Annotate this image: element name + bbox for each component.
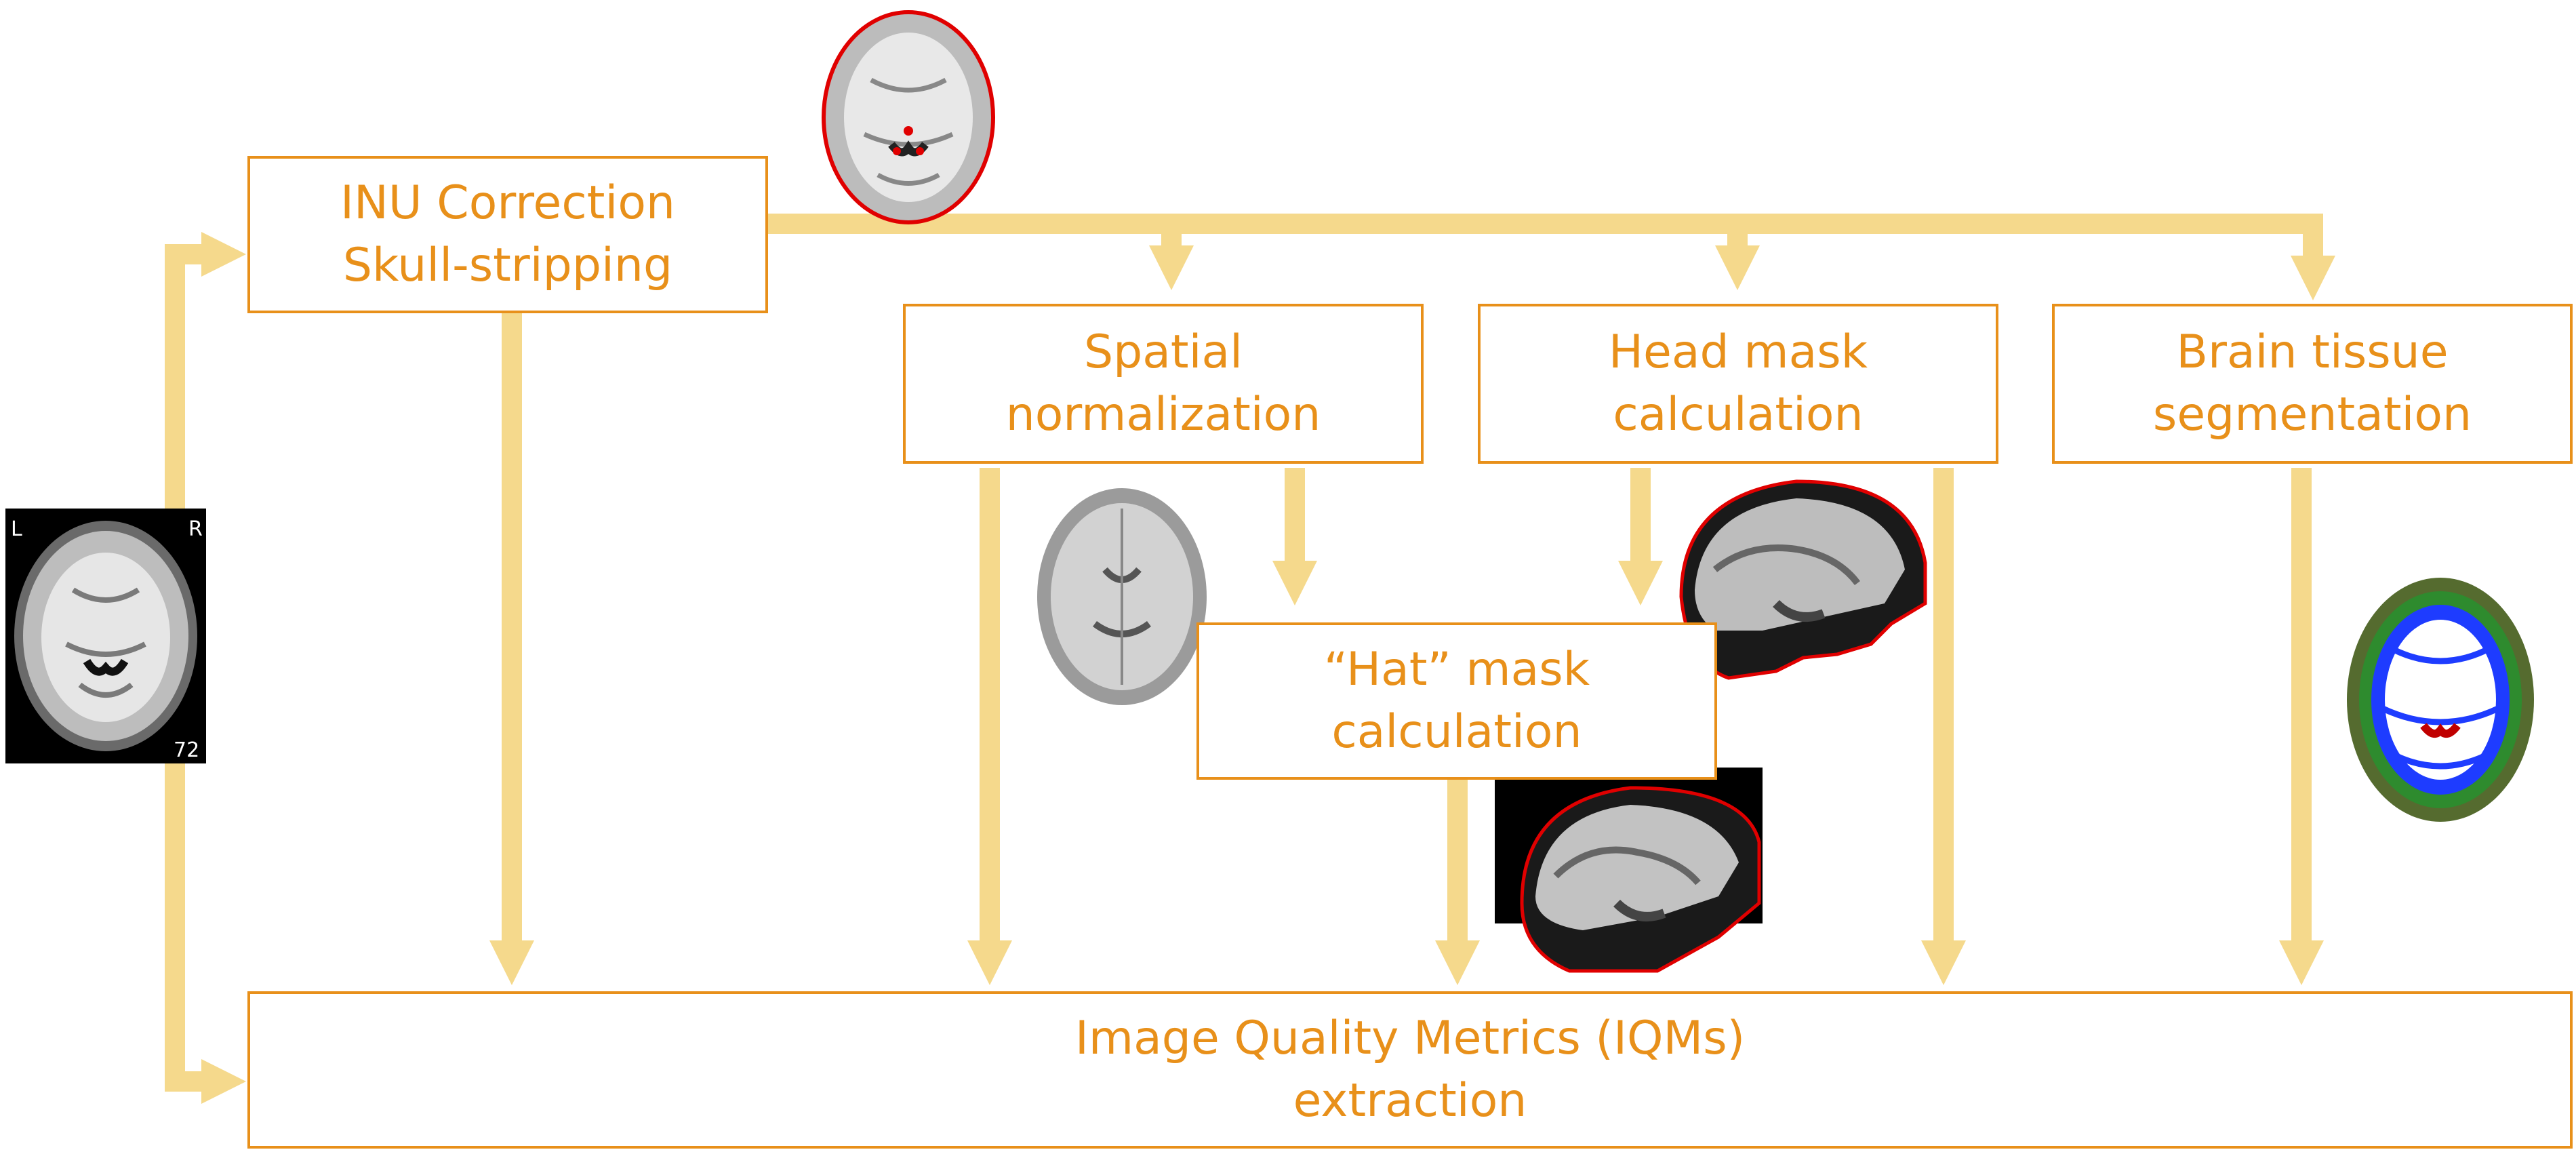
sagittal-hat-mask-brain-icon bbox=[1495, 768, 1763, 973]
spatial-line2: normalization bbox=[1005, 388, 1321, 441]
label-left: L bbox=[11, 517, 22, 541]
tissue-segmentation-brain-icon bbox=[2347, 578, 2534, 822]
head-mask-node: Head mask calculation bbox=[1478, 304, 1998, 464]
bus-inu-right bbox=[765, 214, 2323, 278]
input-axial-brain-image: L R 72 bbox=[5, 509, 206, 763]
slice-number: 72 bbox=[174, 738, 199, 762]
head-line2: calculation bbox=[1613, 388, 1864, 441]
iqm-line2: extraction bbox=[1293, 1074, 1527, 1128]
arrow-input-to-inu bbox=[165, 231, 247, 515]
arrow-input-to-iqm bbox=[165, 746, 247, 1105]
spatial-line1: Spatial bbox=[1083, 325, 1243, 379]
hat-line1: “Hat” mask bbox=[1323, 643, 1590, 696]
iqm-extraction-node: Image Quality Metrics (IQMs) extraction bbox=[247, 991, 2573, 1149]
brain-line1: Brain tissue bbox=[2176, 325, 2449, 379]
inu-line2: Skull-stripping bbox=[342, 239, 673, 292]
sagittal-head-mask-brain-icon bbox=[1679, 479, 1927, 680]
head-line1: Head mask bbox=[1608, 325, 1868, 379]
spatial-normalization-node: Spatial normalization bbox=[903, 304, 1424, 464]
brain-tissue-segmentation-node: Brain tissue segmentation bbox=[2052, 304, 2573, 464]
label-right: R bbox=[188, 517, 203, 541]
inu-correction-node: INU Correction Skull-stripping bbox=[247, 156, 768, 313]
mni-template-brain-icon bbox=[1037, 488, 1207, 705]
brain-line2: segmentation bbox=[2152, 388, 2472, 441]
axial-skullstrip-brain-icon bbox=[822, 10, 995, 224]
hat-mask-node: “Hat” mask calculation bbox=[1196, 622, 1717, 780]
hat-line2: calculation bbox=[1331, 705, 1582, 759]
inu-line1: INU Correction bbox=[340, 176, 676, 230]
iqm-line1: Image Quality Metrics (IQMs) bbox=[1074, 1012, 1746, 1065]
